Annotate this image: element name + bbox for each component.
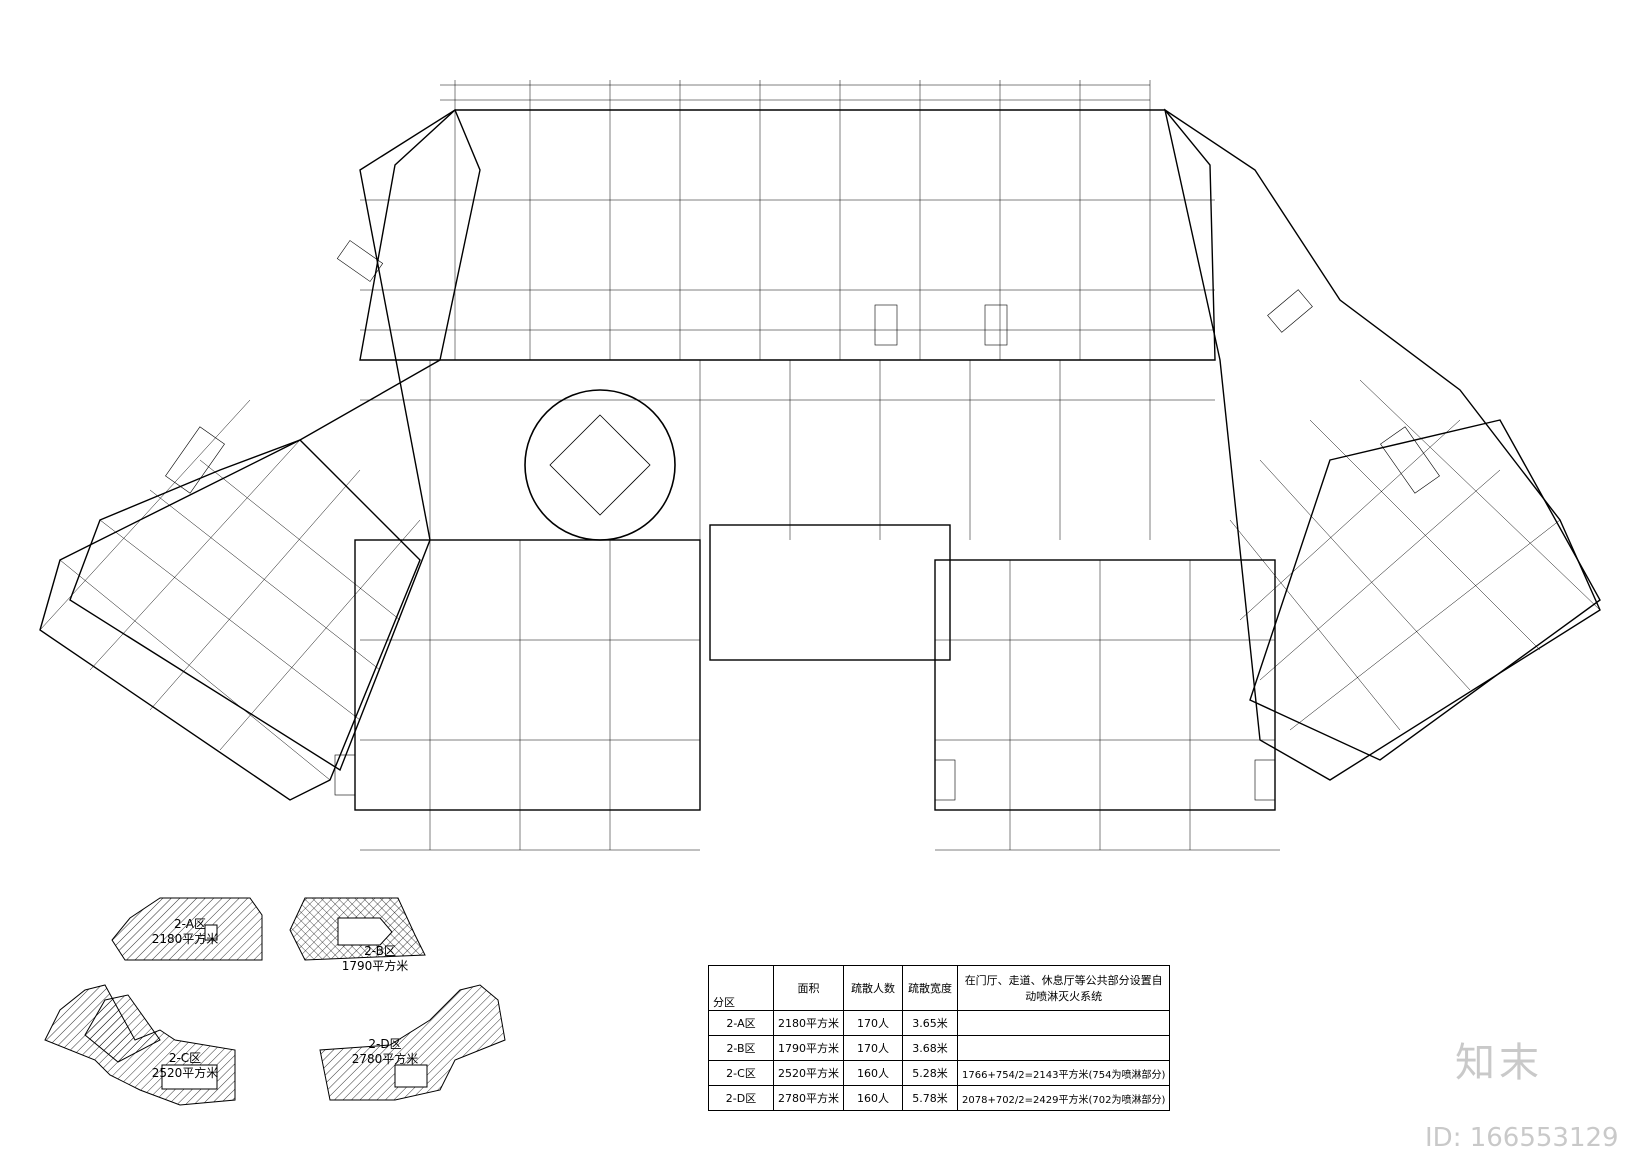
header-area: 面积 — [773, 965, 844, 1011]
cell-area: 2780平方米 — [773, 1085, 844, 1111]
watermark-brand: 知末 — [1455, 1040, 1543, 1086]
cell-note: 2078+702/2=2429平方米(702为喷淋部分) — [956, 1085, 1171, 1111]
cell-evacuees: 170人 — [843, 1035, 903, 1061]
zone-b-label: 2-B区 — [364, 944, 396, 958]
cell-zone: 2-C区 — [708, 1060, 774, 1086]
zone-key-diagrams: 2-A区 2180平方米 2-B区 1790平方米 2-C区 2520平方米 2… — [44, 897, 506, 1106]
building-outline — [39, 108, 1601, 811]
cell-width: 5.78米 — [902, 1085, 958, 1111]
table-row: 2-C区 2520平方米 160人 5.28米 1766+754/2=2143平… — [708, 1060, 1171, 1086]
zone-summary-table: 分区 面积 疏散人数 疏散宽度 在门厅、走道、休息厅等公共部分设置自动喷淋灭火系… — [708, 965, 1171, 1111]
cell-evacuees: 160人 — [843, 1085, 903, 1111]
table-row: 2-D区 2780平方米 160人 5.78米 2078+702/2=2429平… — [708, 1085, 1171, 1111]
zone-a-label: 2-A区 — [174, 917, 206, 931]
header-evacuees: 疏散人数 — [843, 965, 903, 1011]
cell-zone: 2-D区 — [708, 1085, 774, 1111]
zone-c-diagram: 2-C区 2520平方米 — [44, 984, 236, 1106]
cell-zone: 2-B区 — [708, 1035, 774, 1061]
grid-lines — [39, 80, 1601, 851]
cell-width: 3.68米 — [902, 1035, 958, 1061]
zone-c-area: 2520平方米 — [152, 1065, 219, 1080]
cell-evacuees: 170人 — [843, 1010, 903, 1036]
cell-area: 2520平方米 — [773, 1060, 844, 1086]
zone-b-diagram: 2-B区 1790平方米 — [289, 897, 426, 973]
watermark-id: ID: 166553129 — [1425, 1123, 1619, 1153]
table-row: 2-B区 1790平方米 170人 3.68米 — [708, 1035, 1171, 1061]
zone-d-diagram: 2-D区 2780平方米 — [319, 984, 506, 1101]
stair-symbols — [165, 240, 1440, 801]
zone-b-area: 1790平方米 — [342, 958, 409, 973]
header-zone: 分区 — [708, 965, 774, 1011]
header-sprinkler: 在门厅、走道、休息厅等公共部分设置自动喷淋灭火系统 — [956, 965, 1171, 1011]
cell-area: 2180平方米 — [773, 1010, 844, 1036]
cell-note: 1766+754/2=2143平方米(754为喷淋部分) — [956, 1060, 1171, 1086]
cell-width: 5.28米 — [902, 1060, 958, 1086]
cell-note — [956, 1010, 1171, 1036]
cell-evacuees: 160人 — [843, 1060, 903, 1086]
zone-d-label: 2-D区 — [368, 1037, 401, 1051]
zone-d-area: 2780平方米 — [352, 1051, 419, 1066]
zone-a-diagram: 2-A区 2180平方米 — [111, 897, 263, 961]
table-row: 2-A区 2180平方米 170人 3.65米 — [708, 1010, 1171, 1036]
table-header-row: 分区 面积 疏散人数 疏散宽度 在门厅、走道、休息厅等公共部分设置自动喷淋灭火系… — [708, 965, 1171, 1011]
cell-zone: 2-A区 — [708, 1010, 774, 1036]
zone-c-label: 2-C区 — [169, 1051, 201, 1065]
cell-width: 3.65米 — [902, 1010, 958, 1036]
header-width: 疏散宽度 — [902, 965, 958, 1011]
cell-note — [956, 1035, 1171, 1061]
zone-a-area: 2180平方米 — [152, 931, 219, 946]
cell-area: 1790平方米 — [773, 1035, 844, 1061]
